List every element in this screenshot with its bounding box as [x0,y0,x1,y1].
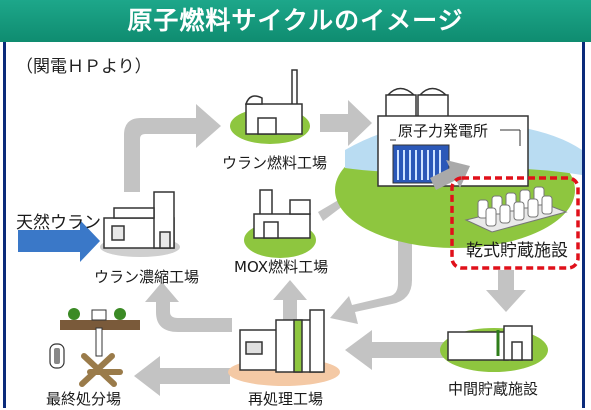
diagram-frame [3,42,585,408]
dry-storage-casks-icon [464,186,568,233]
arrow-dry-to-interim [486,270,526,312]
reprocessing-icon [239,309,325,373]
arrow-reprocessing-to-mox [273,280,307,320]
mox-fab-icon [253,189,311,239]
arrow-interim-to-reprocessing [345,330,444,370]
arrow-enrichment-to-fuel-fab [124,104,221,192]
disposal-icon [49,308,140,387]
arrow-reprocessing-to-enrichment [145,282,232,332]
natural-uranium-arrow [18,220,100,262]
fuel-fab-label: ウラン燃料工場 [222,154,328,172]
natural-uranium-label: 天然ウラン [16,213,101,233]
arrow-reprocessing-to-disposal [134,356,230,396]
interim-storage-label: 中間貯蔵施設 [448,380,539,398]
arrow-plant-to-dry-storage [430,160,470,190]
enrichment-icon [100,191,180,257]
page-title: 原子燃料サイクルのイメージ [127,6,464,35]
reprocessing-label: 再処理工場 [248,390,324,408]
enrichment-label: ウラン濃縮工場 [94,268,200,286]
title-bar: 原子燃料サイクルのイメージ [0,0,591,42]
dry-storage-label: 乾式貯蔵施設 [466,241,568,261]
source-note: （関電ＨＰより） [16,57,152,77]
mox-fab-label: MOX燃料工場 [234,258,329,276]
nuclear-plant-label: 原子力発電所 [396,120,491,141]
dry-storage-highlight [450,176,580,270]
interim-storage-icon [447,325,533,361]
arrow-fuel-fab-to-plant [320,100,372,146]
disposal-label: 最終処分場 [46,390,122,408]
fuel-fab-icon [244,69,303,135]
